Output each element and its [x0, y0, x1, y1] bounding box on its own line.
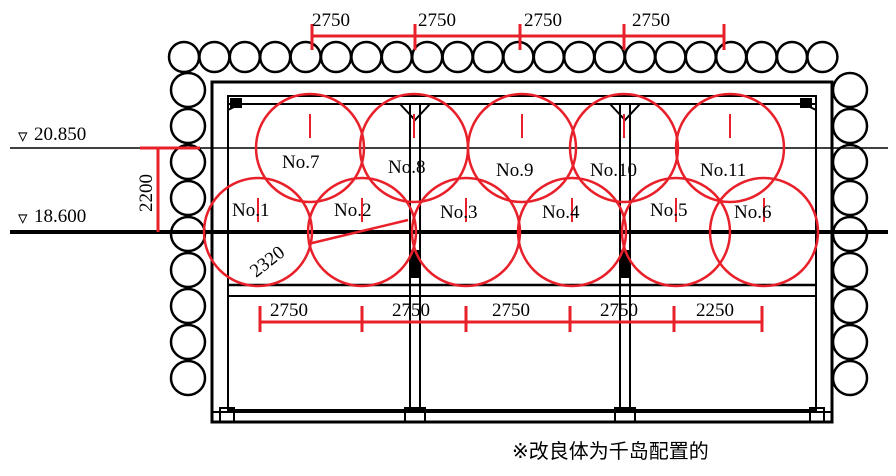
pile-left-6	[169, 287, 207, 325]
pile-top-8	[410, 40, 444, 74]
dim-bottom-4: 2750	[600, 300, 638, 321]
base-block-left	[404, 407, 426, 423]
pile-top-12	[532, 40, 566, 74]
pile-top-16	[654, 40, 687, 74]
pile-right-0	[831, 71, 869, 109]
column-label-no6: No.6	[734, 202, 771, 223]
column-circle-no5	[620, 176, 732, 288]
column-circle-no9	[466, 92, 578, 204]
column-label-no10: No.10	[590, 160, 637, 181]
level-marker-lower: ▿	[18, 208, 28, 229]
pile-top-7	[380, 40, 414, 74]
pile-top-20	[775, 40, 809, 74]
base-corner-right	[809, 407, 825, 423]
level-marker-upper: ▿	[18, 126, 28, 147]
corner-mark-left	[230, 98, 242, 108]
column-label-no5: No.5	[650, 200, 687, 221]
column-label-no4: No.4	[542, 202, 580, 223]
column-circle-no7	[254, 92, 366, 204]
pile-top-0	[167, 40, 201, 74]
dim-bottom-5: 2250	[696, 300, 734, 321]
pile-top-3	[258, 40, 292, 74]
pile-left-2	[169, 143, 207, 181]
column-circle-no4	[516, 176, 628, 288]
inner-frame	[227, 95, 817, 411]
pile-right-2	[831, 143, 869, 181]
pile-top-19	[745, 40, 778, 74]
pile-top-15	[623, 40, 657, 74]
column-label-no3: No.3	[440, 202, 477, 223]
box-structure	[210, 80, 834, 424]
base-corner-left	[219, 407, 235, 423]
outer-frame	[210, 80, 834, 424]
level-labels: ▿ 20.850 ▿ 18.600	[18, 124, 86, 229]
pile-right-7	[831, 323, 869, 361]
column-circle-no11	[674, 92, 786, 204]
column-label-no1: No.1	[232, 200, 269, 221]
pile-right-1	[831, 107, 869, 145]
dimension-texts: 2750 2750 2750 2750 2750 2750 2750 2750 …	[136, 10, 734, 321]
dim-vertical: 2200	[136, 174, 157, 212]
pile-top-13	[562, 40, 596, 74]
column-circle-no6	[708, 176, 820, 288]
pile-left-1	[169, 107, 207, 145]
pile-top-5	[319, 40, 353, 74]
dim-bottom-2: 2750	[392, 300, 430, 321]
dim-top-2: 2750	[418, 10, 456, 31]
level-text-upper: 20.850	[34, 124, 86, 145]
column-label-no9: No.9	[496, 160, 533, 181]
pile-top-1	[198, 40, 231, 74]
column-circle-no10	[568, 92, 680, 204]
column-circle-no1	[202, 176, 314, 288]
pile-top-21	[806, 40, 839, 74]
pile-top-17	[684, 40, 718, 74]
pile-right-6	[831, 287, 869, 325]
dim-bottom-3: 2750	[492, 300, 530, 321]
pile-right-5	[831, 251, 869, 289]
pile-top-18	[714, 40, 748, 74]
pile-left-3	[169, 179, 207, 217]
dim-diagonal-line	[307, 218, 409, 246]
column-circle-no3	[410, 176, 522, 288]
pile-top-6	[350, 40, 383, 74]
column-label-no7: No.7	[282, 152, 319, 173]
dim-bottom-1: 2750	[270, 300, 308, 321]
dim-diagonal: 2320	[246, 242, 289, 282]
pile-right-8	[831, 359, 869, 397]
pile-left-5	[169, 251, 207, 289]
dimension-lines	[140, 34, 762, 324]
dim-top-4: 2750	[632, 10, 670, 31]
pile-left-8	[169, 359, 207, 397]
pile-top-10	[471, 40, 505, 74]
base-block-right	[614, 407, 636, 423]
dim-top-1: 2750	[312, 10, 350, 31]
pile-top-4	[289, 40, 322, 74]
layout-note: ※改良体为千岛配置的	[512, 439, 709, 463]
column-label-no11: No.11	[700, 160, 746, 181]
column-circle-no2	[306, 176, 418, 288]
pile-top-11	[502, 40, 535, 74]
pile-left-0	[169, 71, 207, 109]
level-text-lower: 18.600	[34, 206, 86, 227]
pile-left-7	[169, 323, 207, 361]
pile-top-9	[441, 40, 474, 74]
pile-right-3	[831, 179, 869, 217]
column-label-no8: No.8	[388, 157, 425, 178]
improvement-columns	[202, 92, 820, 288]
column-label-no2: No.2	[334, 200, 371, 221]
pile-top-14	[593, 40, 626, 74]
corner-mark-right	[800, 98, 812, 108]
pile-top-2	[228, 40, 262, 74]
dim-top-3: 2750	[524, 10, 562, 31]
dimension-ticks	[258, 24, 764, 332]
